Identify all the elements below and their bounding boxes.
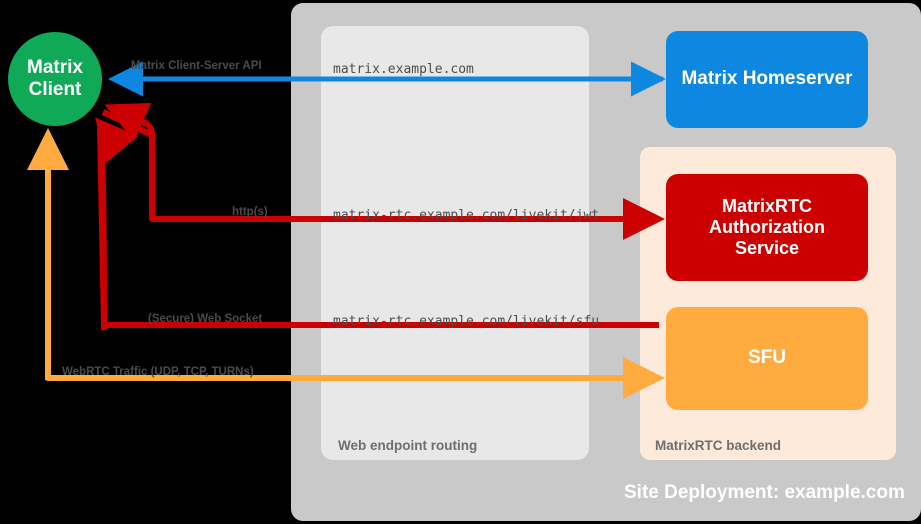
flow-arrow-secure-websocket bbox=[95, 117, 659, 331]
site-deployment-label: Site Deployment: example.com bbox=[624, 482, 905, 503]
matrix-client-label-line2: Client bbox=[28, 79, 82, 100]
node-matrix-client[interactable]: Matrix Client bbox=[8, 32, 102, 126]
sfu-label: SFU bbox=[748, 347, 786, 369]
matrix-homeserver-label: Matrix Homeserver bbox=[681, 68, 853, 90]
flow-label-https: http(s) bbox=[232, 206, 268, 218]
auth-label-line2: Authorization bbox=[709, 217, 825, 238]
caption-web-endpoint-routing: Web endpoint routing bbox=[338, 438, 478, 453]
flow-label-matrix-cs-api: Matrix Client-Server API bbox=[131, 60, 262, 72]
node-matrix-homeserver[interactable]: Matrix Homeserver bbox=[666, 31, 868, 128]
endpoint-matrix-example-com: matrix.example.com bbox=[333, 62, 474, 77]
web-endpoint-routing-panel bbox=[321, 26, 589, 460]
node-matrixrtc-authorization-service[interactable]: MatrixRTC Authorization Service bbox=[666, 174, 868, 281]
matrix-client-label-line1: Matrix bbox=[27, 56, 83, 78]
node-sfu[interactable]: SFU bbox=[666, 307, 868, 410]
flow-label-secure-websocket: (Secure) Web Socket bbox=[148, 313, 263, 325]
flow-arrow-webrtc-traffic bbox=[26, 128, 665, 399]
flow-arrow-https-jwt bbox=[101, 102, 665, 240]
auth-label-line3: Service bbox=[734, 237, 800, 258]
caption-matrixrtc-backend: MatrixRTC backend bbox=[655, 438, 782, 453]
endpoint-livekit-jwt: matrix-rtc.example.com/livekit/jwt bbox=[333, 208, 600, 223]
endpoint-livekit-sfu: matrix-rtc.example.com/livekit/sfu bbox=[333, 314, 600, 329]
auth-label-line1: MatrixRTC bbox=[721, 196, 812, 217]
flow-label-webrtc-traffic: WebRTC Traffic (UDP, TCP, TURNs) bbox=[62, 366, 254, 378]
